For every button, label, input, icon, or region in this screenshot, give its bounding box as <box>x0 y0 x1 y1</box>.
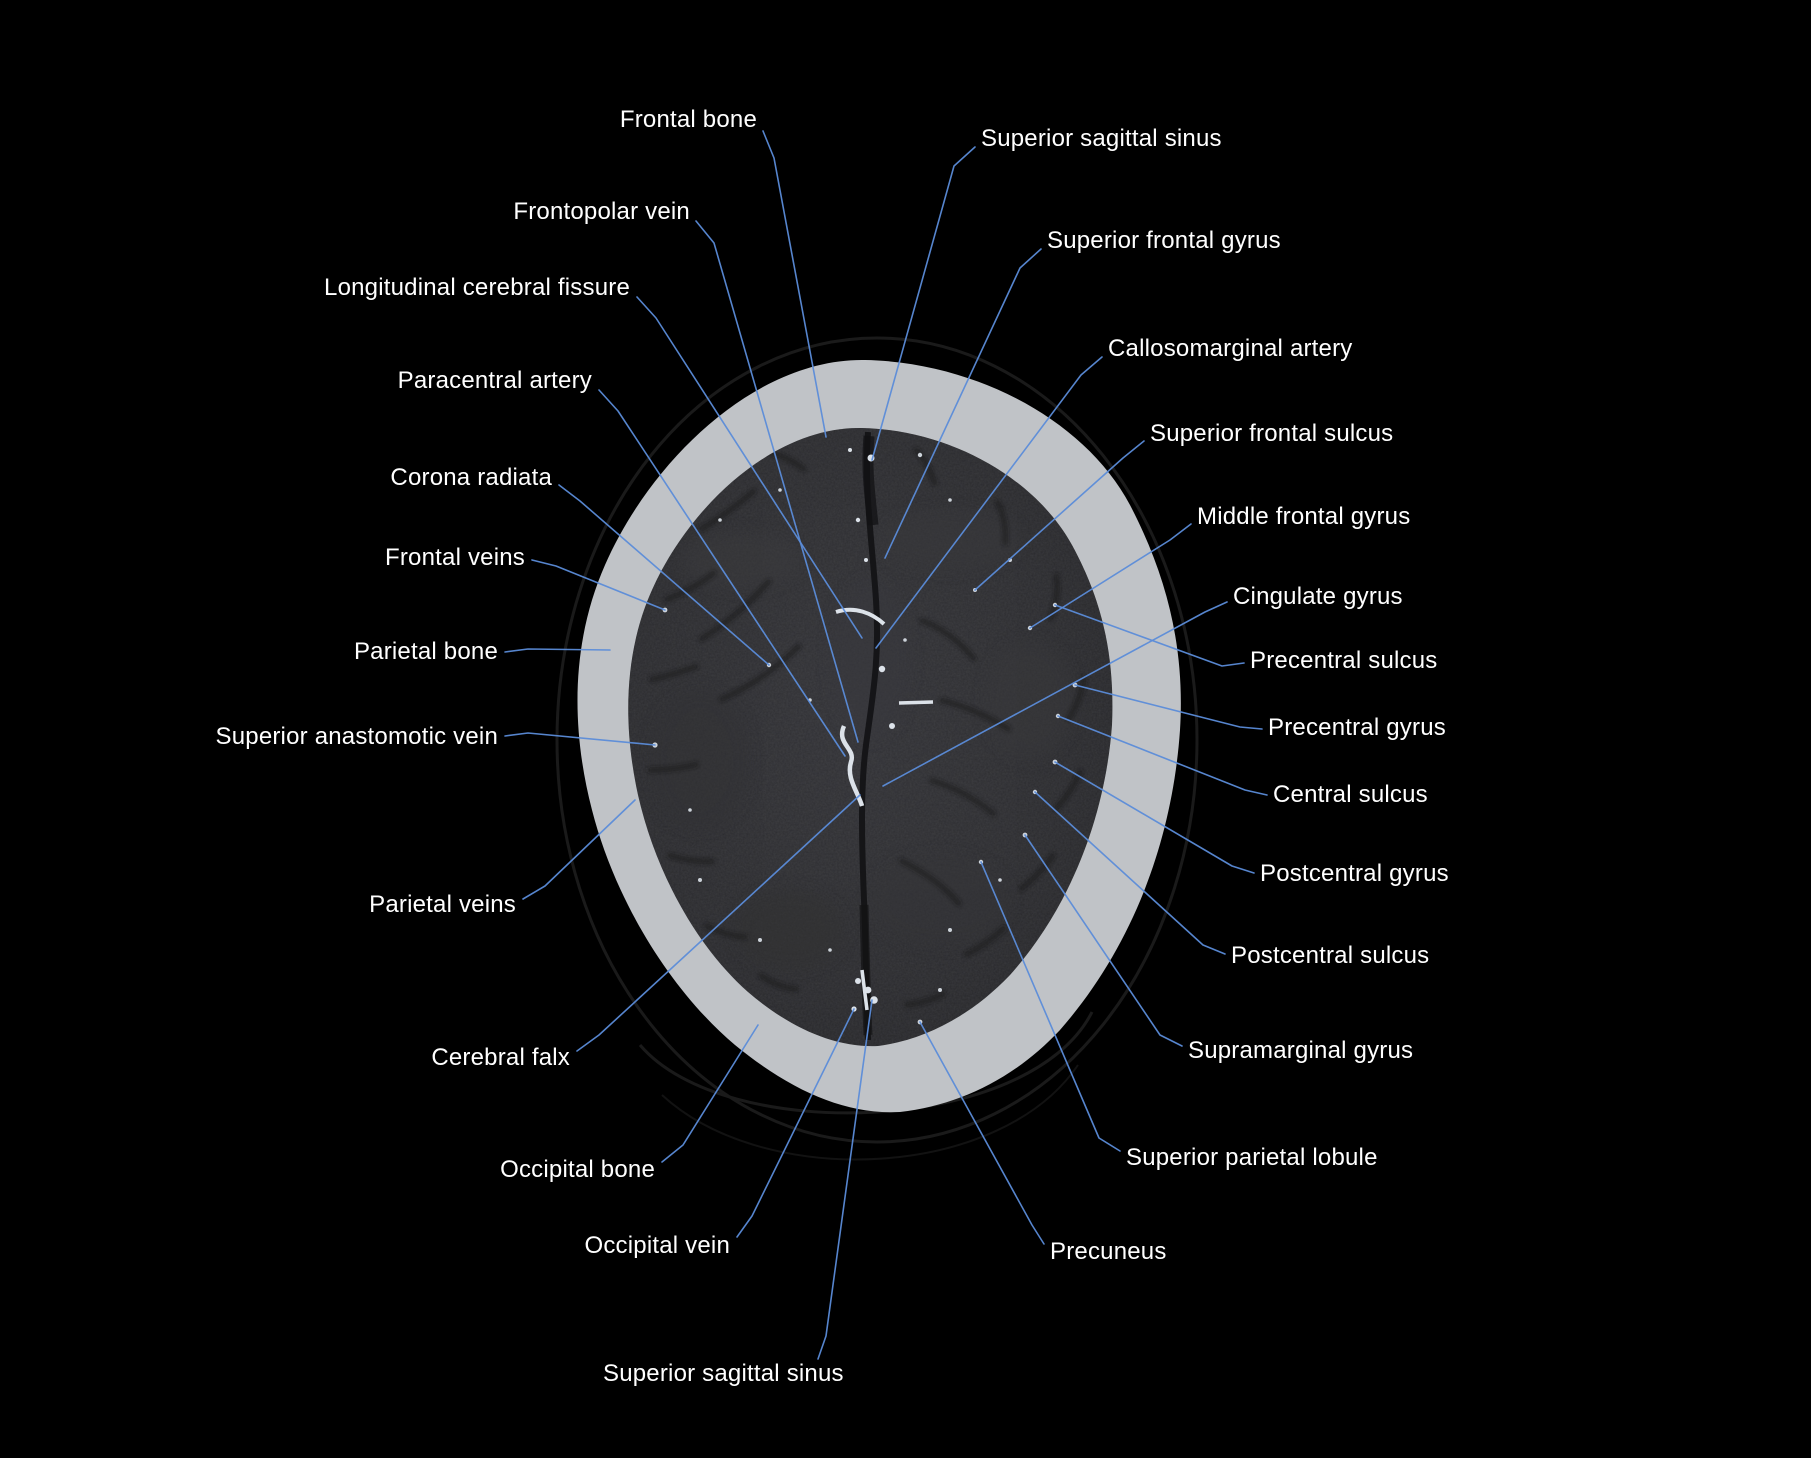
anatomy-label-superior-sagittal-sinus-bottom: Superior sagittal sinus <box>603 1360 844 1387</box>
anatomy-label-longitudinal-cerebral-fissure: Longitudinal cerebral fissure <box>324 274 630 301</box>
scalp-outline <box>555 336 1199 1144</box>
scalp-bottom-arc-2 <box>661 1064 1079 1161</box>
anatomy-label-occipital-bone: Occipital bone <box>500 1156 655 1183</box>
anatomy-label-postcentral-gyrus: Postcentral gyrus <box>1260 860 1449 887</box>
leader-line-frontal-veins <box>531 559 666 611</box>
anatomy-label-precuneus: Precuneus <box>1050 1238 1167 1265</box>
anatomy-label-superior-sagittal-sinus-top: Superior sagittal sinus <box>981 125 1222 152</box>
anatomy-label-middle-frontal-gyrus: Middle frontal gyrus <box>1197 503 1411 530</box>
leader-line-superior-frontal-gyrus <box>884 248 1042 559</box>
anatomy-label-corona-radiata: Corona radiata <box>390 464 552 491</box>
anatomy-label-frontal-bone: Frontal bone <box>619 106 757 133</box>
leader-line-frontal-bone <box>762 130 827 438</box>
leader-line-longitudinal-cerebral-fissure <box>636 296 863 639</box>
scalp-bottom-arc <box>638 1011 1094 1115</box>
anatomy-label-postcentral-sulcus: Postcentral sulcus <box>1231 942 1430 969</box>
leader-line-precentral-sulcus <box>1054 604 1245 667</box>
leader-line-corona-radiata <box>558 484 770 666</box>
leader-line-precentral-gyrus <box>1074 684 1263 730</box>
leader-line-occipital-vein <box>736 1008 855 1238</box>
leader-line-parietal-veins <box>522 799 636 900</box>
anatomy-label-parietal-veins: Parietal veins <box>369 891 516 918</box>
anatomy-label-superior-frontal-gyrus: Superior frontal gyrus <box>1047 227 1281 254</box>
leader-line-superior-frontal-sulcus <box>974 440 1145 591</box>
leader-line-precuneus <box>919 1021 1045 1245</box>
anatomy-label-cerebral-falx: Cerebral falx <box>431 1044 570 1071</box>
leader-line-supramarginal-gyrus <box>1024 834 1183 1047</box>
leader-line-superior-sagittal-sinus-bottom <box>817 999 873 1360</box>
leader-line-cingulate-gyrus <box>882 601 1228 787</box>
leader-line-frontopolar-vein <box>695 220 859 743</box>
leader-line-superior-sagittal-sinus-top <box>871 146 976 461</box>
anatomy-label-parietal-bone: Parietal bone <box>353 638 498 665</box>
leader-line-superior-parietal-lobule <box>980 861 1121 1152</box>
anatomy-label-precentral-sulcus: Precentral sulcus <box>1250 647 1438 674</box>
leader-line-cerebral-falx <box>576 794 861 1052</box>
anatomy-label-occipital-vein: Occipital vein <box>584 1232 730 1259</box>
leader-line-paracentral-artery <box>598 389 846 757</box>
anatomy-label-superior-frontal-sulcus: Superior frontal sulcus <box>1150 420 1394 447</box>
anatomy-label-central-sulcus: Central sulcus <box>1273 781 1428 808</box>
anatomy-label-cingulate-gyrus: Cingulate gyrus <box>1233 583 1403 610</box>
anatomy-label-callosomarginal-artery: Callosomarginal artery <box>1108 335 1353 362</box>
anatomy-label-supramarginal-gyrus: Supramarginal gyrus <box>1188 1037 1414 1064</box>
anatomy-label-paracentral-artery: Paracentral artery <box>397 367 592 394</box>
anatomy-label-frontopolar-vein: Frontopolar vein <box>513 198 690 225</box>
leader-line-middle-frontal-gyrus <box>1029 523 1192 629</box>
leader-line-callosomarginal-artery <box>875 356 1103 649</box>
leader-line-postcentral-gyrus <box>1054 761 1255 874</box>
brain-texture <box>628 427 1113 1047</box>
leader-line-parietal-bone <box>504 648 611 653</box>
leader-line-occipital-bone <box>661 1024 759 1163</box>
anatomy-label-superior-anastomotic-vein: Superior anastomotic vein <box>215 723 498 750</box>
leader-line-postcentral-sulcus <box>1034 791 1226 955</box>
anatomy-label-superior-parietal-lobule: Superior parietal lobule <box>1126 1144 1378 1171</box>
leader-line-superior-anastomotic-vein <box>504 732 656 746</box>
anatomy-label-frontal-veins: Frontal veins <box>385 544 525 571</box>
anatomy-label-precentral-gyrus: Precentral gyrus <box>1268 714 1446 741</box>
leader-line-central-sulcus <box>1057 715 1268 796</box>
